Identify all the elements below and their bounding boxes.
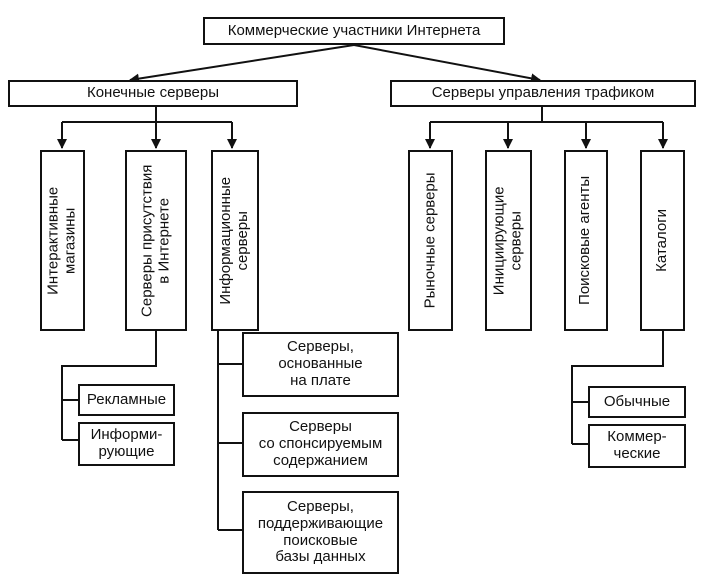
root-label: Коммерческие участники Интернета <box>227 21 481 39</box>
end-servers-label: Конечные серверы <box>86 84 220 102</box>
connector-root-end <box>129 44 355 84</box>
traffic-servers-node: Серверы управления трафиком <box>390 80 696 107</box>
interactive-shops-label: Интерактивные магазины <box>44 186 79 295</box>
traffic-servers-label: Серверы управления трафиком <box>431 84 655 102</box>
catalogs-node: Каталоги <box>640 150 685 331</box>
sponsored-servers-label: Серверы со спонсируемым содержанием <box>258 418 383 469</box>
advertising-node: Рекламные <box>78 384 175 416</box>
search-agents-node: Поисковые агенты <box>564 150 608 331</box>
initiating-servers-label: Инициирующие серверы <box>490 186 525 295</box>
end-servers-node: Конечные серверы <box>8 80 298 107</box>
interactive-shops-node: Интерактивные магазины <box>40 150 85 331</box>
regular-catalogs-label: Обычные <box>603 392 671 410</box>
connector-presence-sub <box>61 330 157 440</box>
commercial-catalogs-label: Коммер- ческие <box>607 428 667 462</box>
informing-label: Информи- рующие <box>90 426 163 460</box>
catalogs-label: Каталоги <box>653 209 671 272</box>
info-servers-node: Информационные серверы <box>211 150 259 331</box>
presence-servers-label: Серверы присутствия в Интернете <box>138 164 172 317</box>
market-servers-node: Рыночные серверы <box>408 150 453 331</box>
regular-catalogs-node: Обычные <box>588 386 686 418</box>
root-node: Коммерческие участники Интернета <box>203 17 505 45</box>
informing-node: Информи- рующие <box>78 422 175 466</box>
info-servers-label: Информационные серверы <box>217 176 251 305</box>
search-db-servers-node: Серверы, поддерживающие поисковые базы д… <box>242 491 399 574</box>
sponsored-servers-node: Серверы со спонсируемым содержанием <box>242 412 399 477</box>
advertising-label: Рекламные <box>86 390 167 408</box>
initiating-servers-node: Инициирующие серверы <box>485 150 532 331</box>
paid-servers-label: Серверы, основанные на плате <box>278 338 363 389</box>
search-db-servers-label: Серверы, поддерживающие поисковые базы д… <box>257 497 384 566</box>
paid-servers-node: Серверы, основанные на плате <box>242 332 399 397</box>
presence-servers-node: Серверы присутствия в Интернете <box>125 150 187 331</box>
connector-root-traffic <box>353 44 541 84</box>
connector-catalog-sub <box>571 330 664 444</box>
commercial-catalogs-node: Коммер- ческие <box>588 424 686 468</box>
search-agents-label: Поисковые агенты <box>576 175 594 306</box>
market-servers-label: Рыночные серверы <box>421 172 439 309</box>
